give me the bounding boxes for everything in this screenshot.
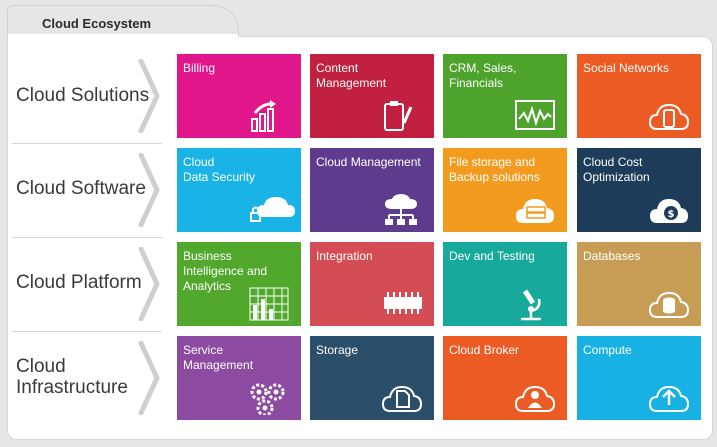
line-chart-screen-icon [515,100,555,130]
tile-label: Service Management [183,343,254,372]
diagram-title: Cloud Ecosystem [42,16,152,31]
tile-billing[interactable]: Billing [177,54,301,138]
tile-label: File storage and Backup solutions [449,155,540,184]
tile-label: Storage [316,343,359,357]
gears-icon [250,383,285,415]
tile-content-management[interactable]: Content Management [310,54,434,138]
row-divider [12,331,162,332]
chevron-right-icon [138,59,160,133]
cloud-user-icon [515,385,556,412]
tile-label: Cloud Broker [449,343,520,357]
tile-crm-sales-financials[interactable]: CRM, Sales, Financials [443,54,567,138]
chip-icon [384,292,422,314]
tile-label: Databases [583,249,641,263]
cloud-files-icon [382,385,423,412]
tile-label: Cloud Data Security [183,155,256,184]
tile-file-storage-and-backup-solutions[interactable]: File storage and Backup solutions [443,148,567,232]
microscope-icon [521,289,541,321]
row-label: Cloud Software [16,178,146,199]
tile-label: Dev and Testing [449,249,535,263]
cloud-server-icon [516,199,554,223]
tile-service-management[interactable]: Service Management [177,336,301,420]
row-divider [12,237,162,238]
svg-text:$: $ [668,209,675,220]
analytics-grid-icon [249,287,289,321]
chevron-right-icon [138,247,160,321]
tile-label: Billing [183,61,216,75]
title-tab-join [8,34,238,40]
chevron-right-icon [138,341,160,415]
tile-label: Business Intelligence and Analytics [183,249,268,293]
tile-cloud-data-security[interactable]: Cloud Data Security [177,148,301,232]
cloud-phone-icon [649,103,690,130]
tile-compute[interactable]: Compute [577,336,701,420]
cloud-database-icon [649,291,690,318]
title-tab: Cloud Ecosystem [7,5,239,38]
cloud-dollar-icon: $ [650,199,688,223]
lock-cloud-icon [250,197,295,222]
tile-label: Social Networks [583,61,670,75]
tile-label: Compute [583,343,632,357]
row-label: Cloud Infrastructure [16,356,128,398]
tile-label: Content Management [316,61,387,90]
bar-growth-icon [251,100,276,132]
tile-label: Cloud Management [316,155,421,169]
row-divider [12,143,162,144]
tile-dev-and-testing[interactable]: Dev and Testing [443,242,567,326]
tile-cloud-management[interactable]: Cloud Management [310,148,434,232]
tile-label: Cloud Cost Optimization [583,155,650,184]
row-label: Cloud Platform [16,272,142,293]
row-label: Cloud Solutions [16,85,150,106]
clipboard-pen-icon [384,101,413,131]
tile-databases[interactable]: Databases [577,242,701,326]
tile-integration[interactable]: Integration [310,242,434,326]
tile-cloud-cost-optimization[interactable]: Cloud Cost Optimization $ [577,148,701,232]
tile-label: Integration [316,249,373,263]
cloud-network-icon [385,194,417,225]
tile-business-intelligence-and-analytics[interactable]: Business Intelligence and Analytics [177,242,301,326]
tile-social-networks[interactable]: Social Networks [577,54,701,138]
cloud-compute-icon [649,385,690,412]
tile-cloud-broker[interactable]: Cloud Broker [443,336,567,420]
chevron-right-icon [138,153,160,227]
tile-storage[interactable]: Storage [310,336,434,420]
tile-label: CRM, Sales, Financials [449,61,517,90]
